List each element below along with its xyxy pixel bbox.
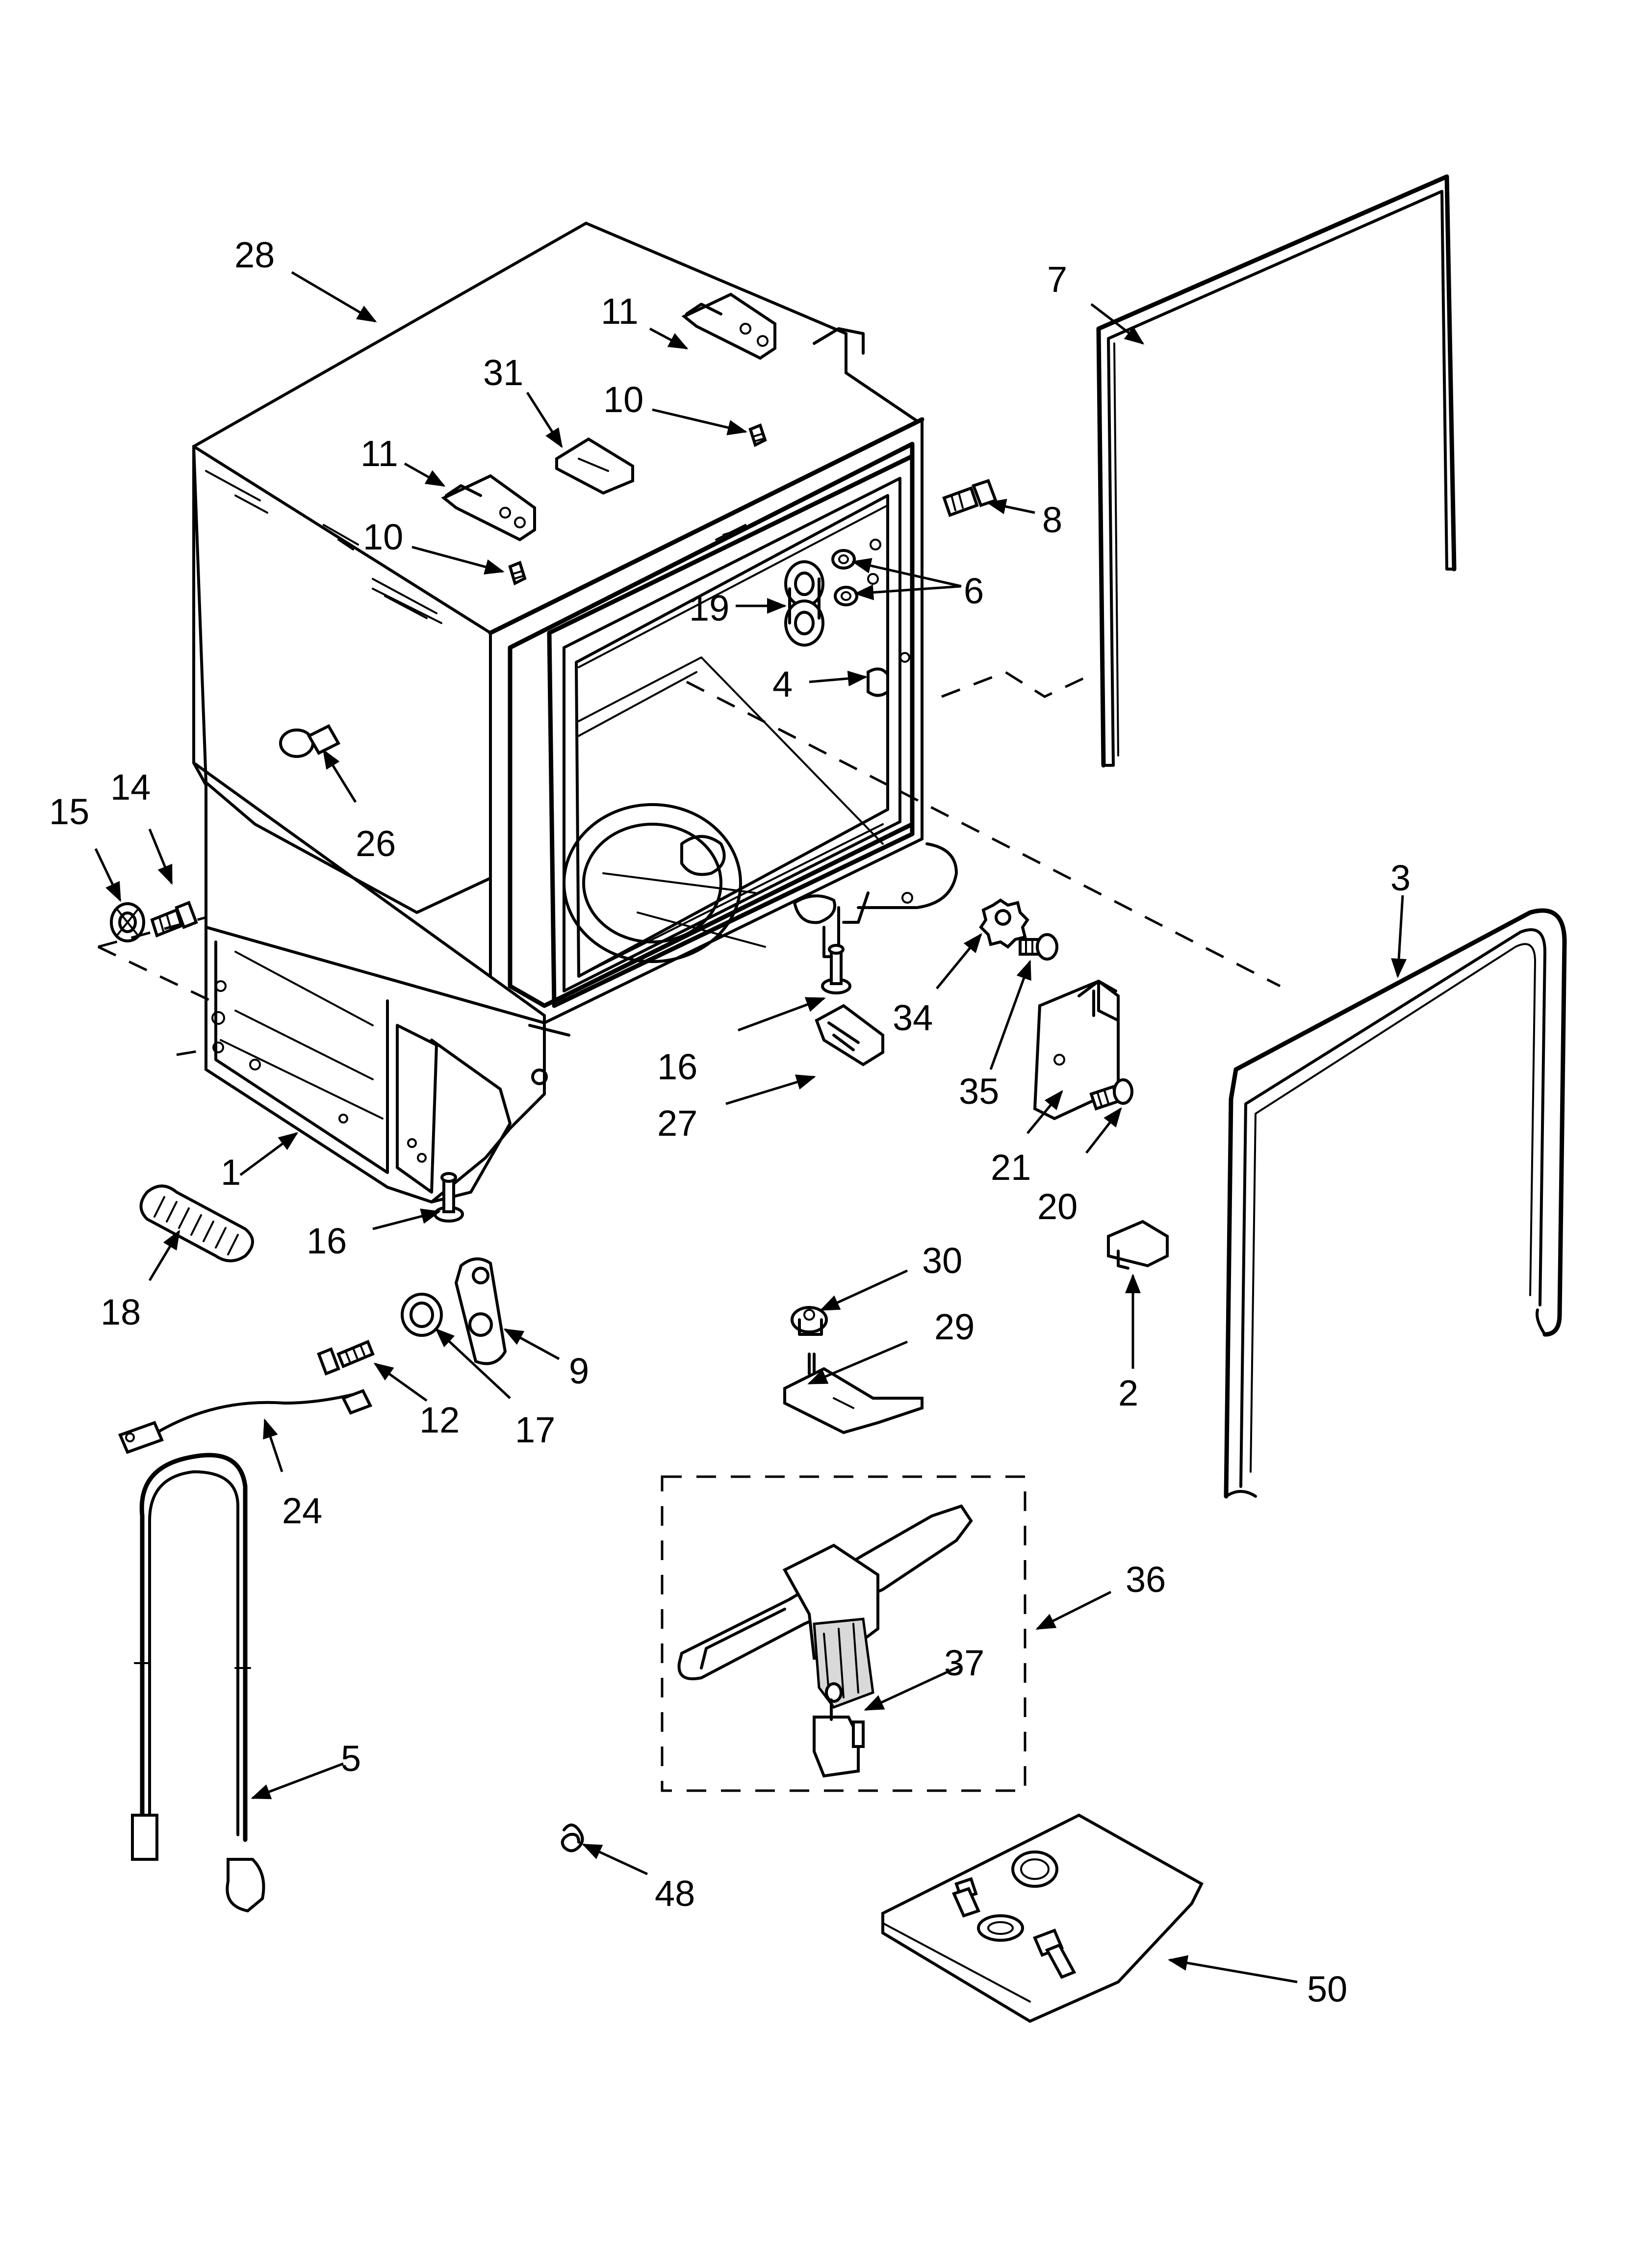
screw-14 <box>150 901 198 938</box>
callout-15: 15 <box>49 791 89 832</box>
screw-20 <box>1089 1078 1133 1111</box>
clip-27 <box>815 1004 884 1067</box>
star-clip-34 <box>979 898 1029 949</box>
callout-28: 28 <box>234 235 275 275</box>
bracket-11-top <box>681 292 776 360</box>
spring-48 <box>561 1824 584 1852</box>
callout-16: 16 <box>657 1046 697 1087</box>
switch-30 <box>791 1306 828 1336</box>
callout-7: 7 <box>1047 259 1067 300</box>
bracket-11-left <box>441 474 536 542</box>
tub-assembly <box>192 221 958 1204</box>
screw-8 <box>942 479 998 517</box>
callout-2: 2 <box>1118 1373 1138 1413</box>
callout-30: 30 <box>922 1240 962 1281</box>
callout-26: 26 <box>356 823 396 864</box>
plug-4 <box>867 652 910 697</box>
spray-arm-36 <box>661 1475 1026 1792</box>
stud-16-lower <box>434 1172 464 1223</box>
bumper-26 <box>279 724 341 758</box>
parts-bag-50 <box>881 1813 1204 2023</box>
wire-24 <box>118 1389 373 1454</box>
leader-lines <box>94 271 1407 1983</box>
clip-31 <box>555 437 634 495</box>
callout-50: 50 <box>1307 1969 1347 2009</box>
clip-2 <box>1107 1220 1169 1270</box>
callout-17: 17 <box>515 1409 555 1450</box>
callout-9: 9 <box>569 1351 589 1391</box>
callout-11: 11 <box>601 291 639 332</box>
callout-18: 18 <box>101 1292 141 1332</box>
callout-10: 10 <box>363 517 403 557</box>
gasket-3 <box>1224 908 1567 1499</box>
callout-8: 8 <box>1042 499 1062 540</box>
callout-14: 14 <box>110 767 151 808</box>
hose-5 <box>131 1453 265 1913</box>
callout-11: 11 <box>360 433 398 474</box>
callout-16: 16 <box>307 1221 347 1261</box>
callout-48: 48 <box>655 1873 695 1914</box>
screw-10-top <box>748 423 767 447</box>
part-37 <box>813 1682 865 1778</box>
callout-27: 27 <box>657 1103 697 1144</box>
screw-12 <box>317 1340 375 1376</box>
callout-10: 10 <box>603 379 643 420</box>
callout-4: 4 <box>772 664 793 704</box>
stud-16-upper <box>821 944 851 994</box>
callout-34: 34 <box>893 997 933 1038</box>
callout-20: 20 <box>1037 1186 1078 1227</box>
callout-labels: 28 11 31 10 11 10 7 8 6 19 4 26 15 14 3 … <box>49 235 1411 2009</box>
callout-37: 37 <box>944 1642 984 1683</box>
callout-24: 24 <box>282 1490 322 1531</box>
callout-29: 29 <box>934 1306 975 1347</box>
callout-1: 1 <box>221 1152 241 1193</box>
washer-17 <box>401 1293 443 1337</box>
callout-12: 12 <box>419 1400 460 1440</box>
callout-19: 19 <box>689 588 729 628</box>
spring-18 <box>139 1184 254 1262</box>
callout-21: 21 <box>991 1147 1031 1188</box>
callout-5: 5 <box>341 1738 361 1779</box>
bracket-9 <box>454 1257 507 1365</box>
roller-19 <box>784 560 824 647</box>
callout-35: 35 <box>959 1071 999 1112</box>
callout-6: 6 <box>964 571 984 611</box>
callout-36: 36 <box>1126 1559 1166 1600</box>
gasket-7 <box>1096 174 1457 768</box>
callout-3: 3 <box>1390 858 1411 898</box>
screw-35 <box>1019 933 1058 961</box>
callout-31: 31 <box>483 352 523 393</box>
screw-10-left <box>508 561 527 586</box>
nut-15 <box>110 902 145 942</box>
